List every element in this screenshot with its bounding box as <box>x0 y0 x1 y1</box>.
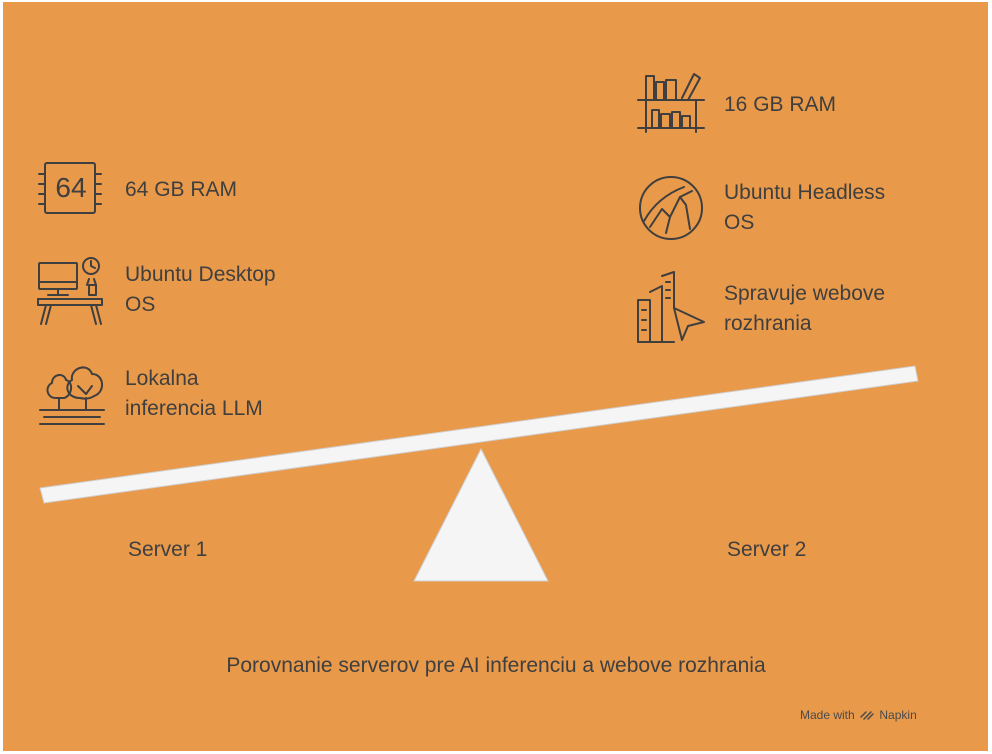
right-item-os: Ubuntu Headless OS <box>724 181 886 234</box>
buildings-cursor-icon <box>637 271 705 343</box>
desktop-workstation-icon <box>37 257 103 325</box>
left-item-os: Ubuntu Desktop OS <box>125 263 276 316</box>
left-item-ram: 64 GB RAM <box>125 178 238 201</box>
server-2-label: Server 2 <box>727 538 807 561</box>
diagram-caption: Porovnanie serverov pre AI inferenciu a … <box>226 654 766 677</box>
server-1-label: Server 1 <box>128 538 208 561</box>
watermark: Made with Napkin <box>800 707 917 723</box>
chip-label: 64 <box>55 172 87 203</box>
left-item-inference: Lokalna inferencia LLM <box>125 367 263 420</box>
watermark-made-with: Made with <box>800 708 855 722</box>
diagram-panel <box>3 2 988 751</box>
trees-landscape-icon <box>39 366 105 425</box>
watermark-brand: Napkin <box>879 708 917 722</box>
bookshelf-icon <box>637 73 705 133</box>
right-item-ram: 16 GB RAM <box>724 93 837 116</box>
mountain-circle-icon <box>639 176 703 240</box>
right-item-web: Spravuje webove rozhrania <box>724 282 886 335</box>
beam <box>39 365 919 504</box>
fulcrum <box>413 447 549 582</box>
napkin-logo-icon <box>860 711 874 720</box>
chip-64-icon <box>38 162 102 214</box>
